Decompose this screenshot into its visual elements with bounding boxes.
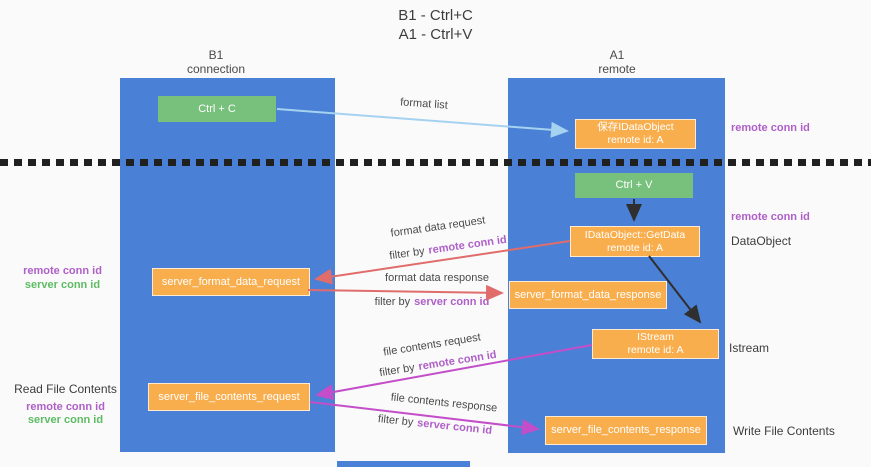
- format-data-response-label: format data response: [385, 272, 489, 284]
- dataobject-label: DataObject: [731, 234, 792, 248]
- server-format-data-response-label: server_format_data_response: [514, 288, 662, 301]
- server-file-contents-response-node: server_file_contents_response: [545, 416, 707, 445]
- ctrl-c-node: Ctrl + C: [158, 96, 276, 122]
- save-idataobject-node: 保存IDataObject remote id: A: [575, 119, 696, 149]
- left-remote-conn-id-bottom: remote conn id: [26, 401, 105, 413]
- title-line-1: B1 - Ctrl+C: [398, 7, 473, 24]
- dashed-separator: [0, 159, 871, 166]
- idataobject-getdata-line2: remote id: A: [606, 241, 664, 254]
- diagram-title: B1 - Ctrl+C A1 - Ctrl+V: [0, 6, 871, 44]
- istream-node: IStream remote id: A: [592, 329, 719, 359]
- ctrl-v-node: Ctrl + V: [575, 173, 693, 198]
- server-file-contents-request-label: server_file_contents_request: [158, 390, 300, 403]
- idataobject-getdata-line1: IDataObject::GetData: [584, 228, 686, 241]
- right-remote-conn-id-top: remote conn id: [731, 122, 810, 134]
- filter-by-text: filter by: [378, 361, 416, 380]
- remote-conn-id-text: remote conn id: [427, 233, 508, 257]
- istream-side-label: Istream: [729, 341, 770, 355]
- remote-conn-id-text: remote conn id: [417, 348, 498, 374]
- left-server-conn-id-top: server conn id: [24, 279, 101, 291]
- format-data-response-arrow: [307, 284, 504, 301]
- server-format-data-request-label: server_format_data_request: [161, 275, 301, 288]
- save-idataobject-line2: remote id: A: [607, 134, 664, 146]
- left-server-conn-id-bottom: server conn id: [27, 414, 104, 426]
- right-remote-conn-id-mid: remote conn id: [731, 211, 810, 223]
- left-lifeline-name: B1: [208, 48, 224, 62]
- format-list-label: format list: [400, 96, 448, 111]
- filter-by-text: filter by: [374, 296, 411, 308]
- format-data-request-text: format data request: [389, 214, 487, 240]
- filter-by-text: filter by: [377, 413, 414, 429]
- read-file-contents-label: Read File Contents: [14, 382, 117, 396]
- istream-line2: remote id: A: [627, 344, 684, 356]
- left-remote-conn-id-top: remote conn id: [23, 265, 102, 277]
- filter-by-text: filter by: [388, 245, 426, 263]
- server-conn-id-text: server conn id: [414, 296, 490, 308]
- format-data-response-text: format data response: [385, 272, 489, 284]
- istream-line1: IStream: [637, 331, 674, 343]
- format-data-request-label: format data request: [390, 214, 486, 239]
- bottom-cutoff-strip: [337, 461, 470, 467]
- ctrl-c-label: Ctrl + C: [198, 102, 236, 115]
- left-lifeline-header: B1 connection: [187, 48, 245, 76]
- server-format-data-request-node: server_format_data_request: [152, 268, 310, 296]
- title-line-2: A1 - Ctrl+V: [398, 26, 473, 43]
- server-file-contents-response-label: server_file_contents_response: [551, 424, 701, 436]
- idataobject-getdata-node: IDataObject::GetData remote id: A: [570, 226, 700, 257]
- left-lifeline-subtitle: connection: [186, 62, 246, 76]
- save-idataobject-line1: 保存IDataObject: [597, 121, 674, 133]
- ctrl-v-label: Ctrl + V: [615, 179, 653, 191]
- right-lifeline-name: A1: [609, 48, 625, 62]
- right-lifeline-header: A1 remote: [598, 48, 635, 76]
- server-format-data-response-node: server_format_data_response: [509, 281, 667, 309]
- file-contents-response-label: file contents response: [390, 391, 498, 414]
- format-list-text: format list: [399, 96, 449, 112]
- server-file-contents-request-node: server_file_contents_request: [148, 383, 310, 411]
- right-lifeline-subtitle: remote: [598, 62, 636, 76]
- server-conn-id-text: server conn id: [416, 417, 493, 437]
- file-contents-response-text: file contents response: [390, 391, 498, 415]
- write-file-contents-label: Write File Contents: [733, 424, 835, 438]
